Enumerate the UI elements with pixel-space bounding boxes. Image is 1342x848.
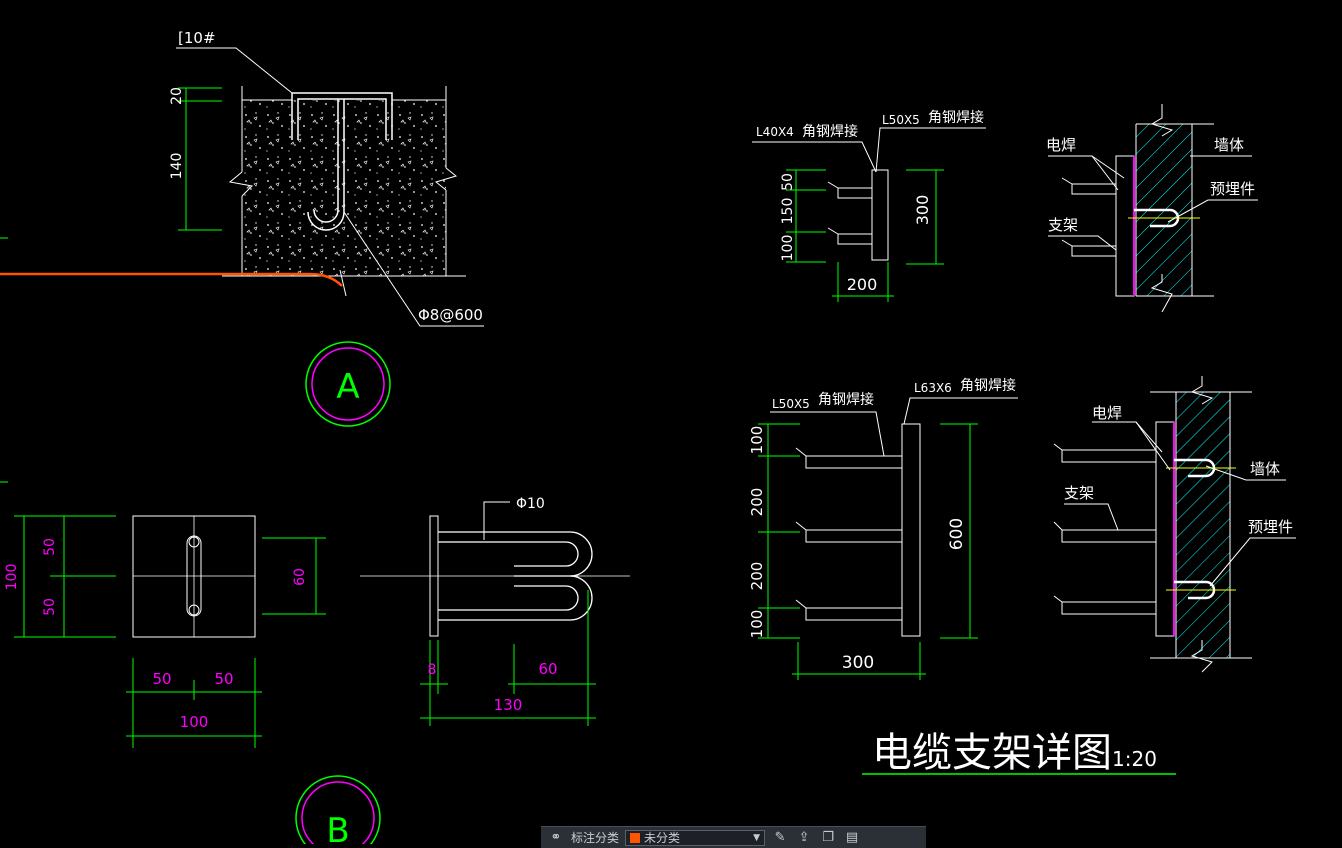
drawing-title-text: 电缆支架详图 [872,730,1112,776]
plate-left-width: 50 [152,670,171,688]
dim-depth-text: 140 [169,153,185,180]
large-right-size: L63X6 [914,381,952,395]
dim-top-text: 20 [169,87,185,105]
small-arm-upper [837,187,873,199]
large-bracket-label: 支架 [1064,484,1094,502]
small-arm-lower [837,233,873,245]
detail-bubble-a [305,341,391,427]
slot-length: 60 [292,568,308,586]
small-dim-b: 150 [780,198,796,225]
embed-plate-side [429,515,439,637]
large-post [901,423,921,637]
annotation-category-label: 标注分类 [571,831,620,845]
large-dim-height: 600 [947,518,967,550]
small-left-size: L40X4 [756,125,794,139]
j-bolt [313,99,339,223]
large-left-weld: 角钢焊接 [818,391,874,408]
plate-total-height: 100 [4,564,20,591]
stack-icon[interactable]: ▤ [845,830,859,845]
cable-line [0,272,343,287]
large-dim-width: 300 [842,653,874,673]
small-wall-label: 墙体 [1214,136,1244,154]
large-right-weld: 角钢焊接 [960,377,1016,394]
rebar-label: Φ8@600 [418,306,483,324]
small-dim-c: 100 [780,235,796,262]
small-bracket-label: 支架 [1048,216,1078,234]
small-weld-label: 电焊 [1046,136,1076,154]
small-post [871,169,889,261]
large-embed-label: 预埋件 [1248,518,1293,536]
bolt-total-length: 130 [494,696,523,714]
small-dim-height: 300 [913,195,932,226]
large-wall-hatch [1176,392,1230,658]
pencil-icon[interactable]: ✎ [774,830,786,845]
plate-bottom-half: 50 [42,598,58,616]
large-weld-label: 电焊 [1092,404,1122,422]
annotation-toolbar: ⚭ 标注分类 未分类 ▼ ✎ ⇪ ❐ ▤ [541,826,926,848]
chevron-down-icon: ▼ [753,832,761,843]
channel-label: [10# [178,29,216,47]
hook-length: 60 [538,660,557,678]
large-bracket: L50X5 角钢焊接 L63X6 角钢焊接 100 200 200 100 60… [748,377,1018,680]
layer-dropdown-value: 未分类 [644,831,681,845]
small-left-weld: 角钢焊接 [802,123,858,140]
small-dim-width: 200 [847,275,878,294]
plate-top-half: 50 [42,538,58,556]
cursor-icon[interactable]: ⇪ [798,830,810,845]
channel-steel [291,92,393,140]
large-dim-d: 100 [748,610,766,639]
slot [186,535,202,617]
bolt-label: Φ10 [516,496,545,512]
drawing-scale-text: 1:20 [1112,747,1157,771]
large-wall-label: 墙体 [1250,460,1280,478]
plate-total-width: 100 [180,713,209,731]
drawing-title: 电缆支架详图 1:20 [862,730,1176,776]
detail-a: [10# 20 140 Φ8@600 A [0,29,484,427]
small-wall: 电焊 墙体 预埋件 支架 [1046,104,1258,313]
plate-thickness: 8 [428,662,437,678]
large-left-size: L50X5 [772,397,810,411]
large-dim-c: 200 [748,562,766,591]
large-wall: 电焊 墙体 支架 预埋件 [1053,376,1296,673]
small-embed-label: 预埋件 [1210,180,1255,198]
small-dim-a: 50 [780,173,796,191]
copy-icon[interactable]: ❐ [822,830,834,845]
small-right-weld: 角钢焊接 [928,109,984,126]
small-right-size: L50X5 [882,113,920,127]
large-dim-a: 100 [748,426,766,455]
pin-icon[interactable]: ⚭ [550,830,562,845]
detail-bubble-b [295,775,381,844]
large-dim-b: 200 [748,488,766,517]
bubble-a-text: A [336,367,359,407]
layer-dropdown[interactable]: 未分类 ▼ [625,829,766,846]
bubble-b-text: B [326,811,349,844]
u-bolt-lower [438,575,593,621]
u-bolt-upper [438,531,593,577]
small-wall-post [1115,155,1135,297]
large-arm-middle [805,529,903,543]
large-arm-top [805,455,903,469]
large-arm-bottom [805,607,903,621]
small-bracket: L40X4 角钢焊接 L50X5 角钢焊接 50 150 100 300 200 [752,109,986,302]
layer-color-swatch [630,832,641,843]
detail-b: 100 50 50 60 50 50 100 Φ10 8 60 [0,481,630,844]
plate-right-width: 50 [214,670,233,688]
